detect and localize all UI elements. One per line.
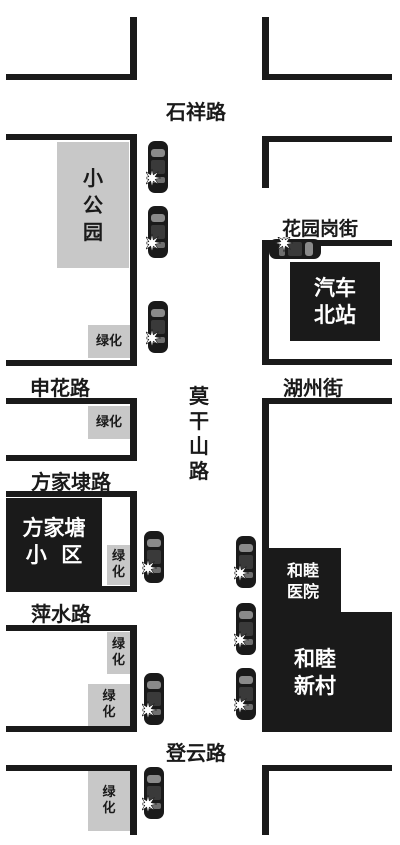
hemu-area [269,548,341,618]
block-edge [262,398,269,732]
hemu-new-village: 和睦 新村 [294,646,336,698]
green-area: 绿化 [107,632,130,674]
block-edge [130,398,137,461]
road-fangjiadai: 方家埭路 [31,470,111,494]
bus-station-north: 汽车 北站 [290,262,380,341]
green-area: 绿化 [88,684,130,726]
crashed-car-icon [142,766,166,820]
green-area: 绿化 [88,771,130,831]
block-edge [262,17,269,80]
crashed-car-icon [234,667,258,721]
block-edge [6,134,137,140]
road-shixiang: 石祥路 [166,100,226,124]
crashed-car-icon [146,300,170,354]
hemu-hospital: 和睦 医院 [286,561,319,601]
block-edge [262,765,269,835]
fangjiatang-community: 方家塘 小 区 [6,498,102,586]
block-edge [262,765,392,771]
block-edge [262,136,392,142]
block-edge [262,240,392,246]
block-edge [6,455,137,461]
block-edge [6,586,137,592]
crashed-car-icon [234,535,258,589]
green-area: 绿化 [107,545,130,585]
crashed-car-icon [142,672,166,726]
crashed-car-icon [146,205,170,259]
block-edge [130,491,137,592]
green-area: 绿化 [88,325,130,358]
road-huayuangang: 花园岗街 [282,218,359,240]
block-edge [130,17,137,79]
road-pingshui: 萍水路 [31,602,91,626]
block-edge [6,398,137,404]
road-dengyun: 登云路 [166,741,226,765]
road-moganshan: 莫干山路 [189,384,209,483]
crashed-car-icon [146,140,170,194]
block-edge [130,765,137,835]
block-edge [6,360,137,366]
block-edge [262,136,269,188]
block-edge [6,74,137,80]
block-edge [6,625,137,631]
road-huzhou: 湖州街 [283,376,343,400]
crashed-car-icon [268,237,322,261]
hemu-area [269,612,392,732]
block-edge [6,491,137,497]
block-edge [262,398,392,404]
block-edge [262,359,392,365]
block-edge [130,625,137,732]
small-park-label: 小公园 [83,165,103,244]
block-edge [130,134,137,366]
green-area: 绿化 [88,406,130,439]
block-edge [6,726,137,732]
block-edge [6,765,137,771]
crashed-car-icon [234,602,258,656]
road-shenhua: 申花路 [30,376,90,400]
crashed-car-icon [142,530,166,584]
small-park: 小公园 [57,142,129,268]
block-edge [262,240,269,365]
block-edge [262,74,392,80]
